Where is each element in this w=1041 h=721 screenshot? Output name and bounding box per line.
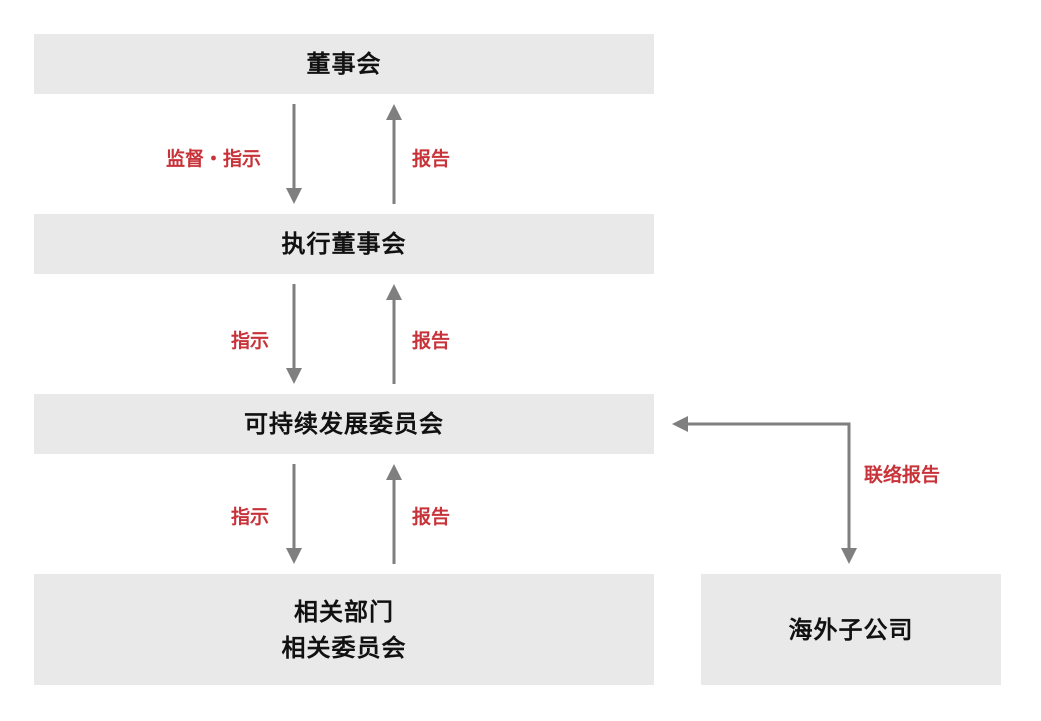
arrow-overseas-sust-line [686,422,851,552]
arrow-exec-to-sust-head [286,368,302,384]
edge-label-report-2: 报告 [412,330,451,352]
committees-label: 相关委员会 [281,633,407,662]
edge-label-instruct-2: 指示 [231,506,270,528]
arrow-to-sust-head [672,416,688,432]
arrow-sust-to-dept-head [286,548,302,564]
edge-label-instruct-1: 指示 [231,330,270,352]
board-node: 董事会 [34,34,654,94]
edge-label-report-3: 报告 [412,506,451,528]
sustainability-committee-node: 可持续发展委员会 [34,394,654,454]
overseas-subsidiary-node: 海外子公司 [701,574,1001,685]
edge-label-liaison-report: 联络报告 [864,464,941,486]
exec-board-node: 执行董事会 [34,214,654,274]
exec-board-label: 执行董事会 [281,230,407,258]
arrow-board-to-exec-head [286,188,302,204]
board-label: 董事会 [306,50,382,78]
edge-label-report-1: 报告 [412,148,451,170]
sustainability-committee-label: 可持续发展委员会 [244,410,444,438]
arrow-exec-to-board-head [386,104,402,120]
edge-label-supervise-instruct: 监督・指示 [166,148,262,170]
arrow-to-overseas-head [841,548,857,564]
departments-node: 相关部门 相关委员会 [34,574,654,685]
departments-label: 相关部门 [294,597,394,626]
overseas-subsidiary-label: 海外子公司 [788,615,914,644]
arrow-sust-to-exec-head [386,284,402,300]
arrow-dept-to-sust-head [386,464,402,480]
